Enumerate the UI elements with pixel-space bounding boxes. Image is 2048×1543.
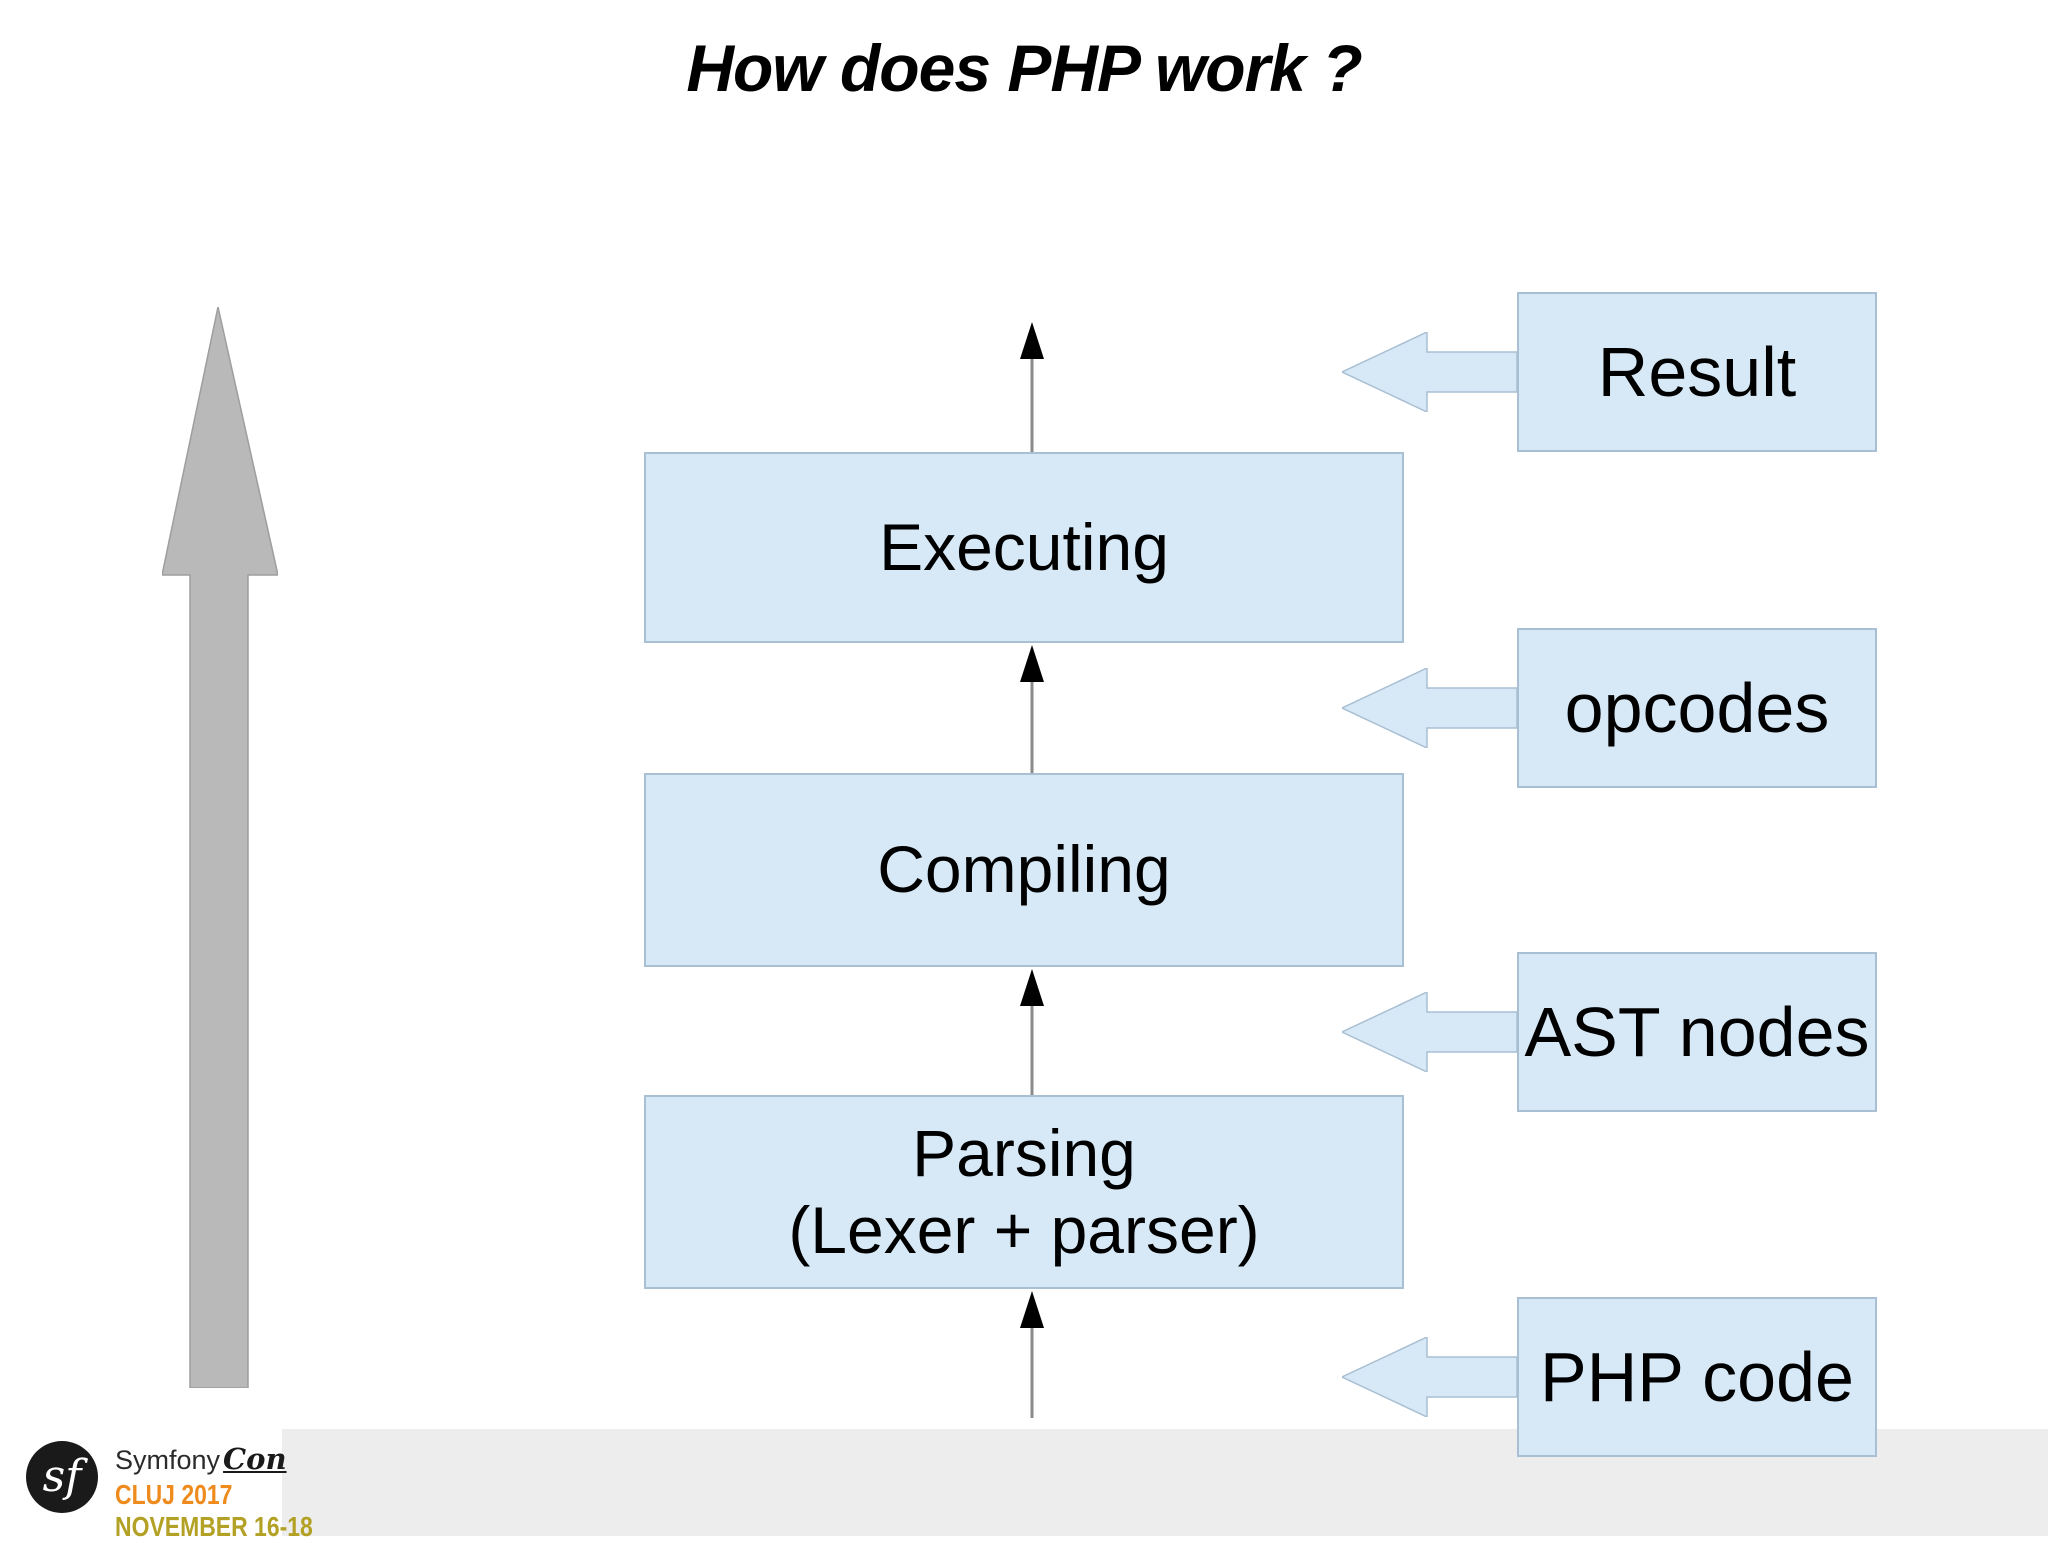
left-arrow-ast-nodes [1342, 992, 1517, 1072]
left-arrow-opcodes [1342, 668, 1517, 748]
side-box-label: AST nodes [1524, 993, 1870, 1071]
flow-box-executing: Executing [644, 452, 1404, 643]
up-connector-arrow-top [1020, 322, 1044, 452]
flow-box-parsing: Parsing (Lexer + parser) [644, 1095, 1404, 1289]
logo-brand-suffix: Con [223, 1442, 287, 1476]
up-connector-arrow-bottom [1020, 1291, 1044, 1418]
side-box-php-code: PHP code [1517, 1297, 1877, 1457]
side-box-label: opcodes [1564, 669, 1830, 747]
flow-box-label: Parsing [912, 1115, 1136, 1190]
up-connector-arrow-parsing-to-compiling [1020, 969, 1044, 1095]
process-direction-up-arrow [162, 307, 278, 1388]
logo-event-city-year: CLUJ 2017 [115, 1479, 233, 1510]
side-box-opcodes: opcodes [1517, 628, 1877, 788]
side-box-result: Result [1517, 292, 1877, 452]
flow-box-label: Compiling [877, 832, 1171, 907]
up-connector-arrow-compiling-to-executing [1020, 645, 1044, 773]
logo-event-dates: NOVEMBER 16-18 [115, 1511, 313, 1542]
symfony-sf-icon: sf [26, 1441, 98, 1513]
page-title: How does PHP work ? [686, 31, 1362, 105]
side-box-ast-nodes: AST nodes [1517, 952, 1877, 1112]
sf-monogram: sf [43, 1451, 89, 1502]
flow-box-compiling: Compiling [644, 773, 1404, 967]
flow-box-label: Executing [879, 509, 1169, 584]
side-box-label: PHP code [1540, 1338, 1854, 1416]
side-box-label: Result [1597, 333, 1797, 411]
left-arrow-php-code [1342, 1337, 1517, 1417]
logo-brand: Symfony [115, 1445, 221, 1475]
left-arrow-result [1342, 332, 1517, 412]
flow-box-sublabel: (Lexer + parser) [788, 1193, 1260, 1267]
